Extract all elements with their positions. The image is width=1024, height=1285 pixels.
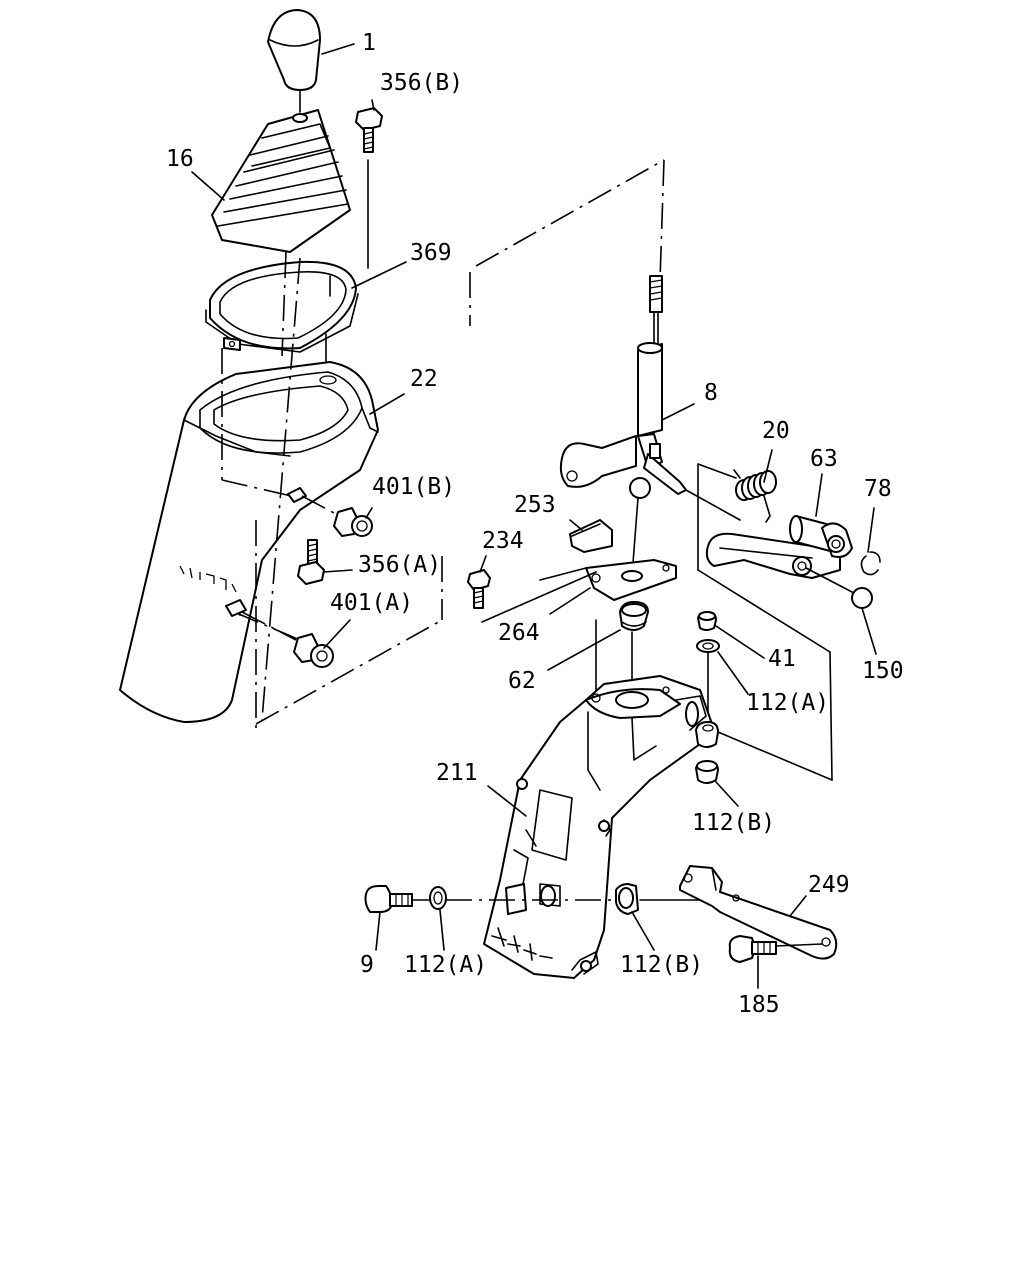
part-63-pivot (789, 515, 853, 558)
part-249-bracket (679, 865, 838, 960)
leader-box-right (685, 463, 833, 781)
part-369-boot-retainer (205, 260, 359, 353)
part-211-main-bracket (483, 675, 713, 979)
label-401a: 401(A) (330, 590, 413, 616)
part-112b-bushing-lower (615, 883, 639, 915)
labels: 1 356(B) 16 369 22 8 20 63 78 401(B) 253… (166, 30, 904, 1018)
part-shift-arm (705, 532, 841, 579)
label-185: 185 (738, 992, 780, 1018)
label-356b: 356(B) (380, 70, 463, 96)
label-112a-lower: 112(A) (404, 952, 487, 978)
label-78: 78 (864, 476, 892, 502)
part-1-shift-knob (267, 9, 321, 113)
part-16-shift-boot (211, 109, 351, 253)
label-264: 264 (498, 620, 540, 646)
part-150-washer (805, 567, 873, 609)
part-356a-bolt (297, 539, 325, 585)
label-369: 369 (410, 240, 452, 266)
part-253-stopper (569, 519, 613, 553)
label-63: 63 (810, 446, 838, 472)
label-112b-upper: 112(B) (692, 810, 775, 836)
label-16: 16 (166, 146, 194, 172)
label-leaders (191, 43, 877, 989)
label-356a: 356(A) (358, 552, 441, 578)
label-112b-lower: 112(B) (620, 952, 703, 978)
label-8: 8 (704, 380, 718, 406)
label-9: 9 (360, 952, 374, 978)
part-collar (695, 721, 833, 781)
label-253: 253 (514, 492, 556, 518)
part-9-pin (364, 885, 413, 913)
part-264-plate (585, 559, 677, 601)
label-1: 1 (362, 30, 376, 56)
part-356b-bolt (355, 107, 383, 153)
label-249: 249 (808, 872, 850, 898)
part-8-shift-lever (559, 275, 687, 577)
part-185-bolt (728, 935, 777, 963)
label-22: 22 (410, 366, 438, 392)
label-211: 211 (436, 760, 478, 786)
part-112a-washer-upper (696, 639, 720, 653)
part-62-bushing (619, 601, 649, 631)
part-22-console-cover (119, 333, 379, 723)
label-112a-upper: 112(A) (746, 690, 829, 716)
label-150: 150 (862, 658, 904, 684)
part-78-circlip (860, 551, 881, 576)
part-112b-bushing-upper (695, 760, 719, 784)
part-20-spring (733, 469, 777, 523)
part-401a-clip (225, 599, 334, 668)
label-234: 234 (482, 528, 524, 554)
part-234-bolt (467, 569, 491, 609)
label-401b: 401(B) (372, 474, 455, 500)
part-401b-clip (287, 487, 373, 537)
part-41-nut (697, 611, 717, 631)
leader-lines-console (221, 159, 443, 728)
label-62: 62 (508, 668, 536, 694)
label-41: 41 (768, 646, 796, 672)
part-112a-washer-lower (429, 886, 447, 910)
label-20: 20 (762, 418, 790, 444)
leader-box-upper (469, 159, 665, 326)
